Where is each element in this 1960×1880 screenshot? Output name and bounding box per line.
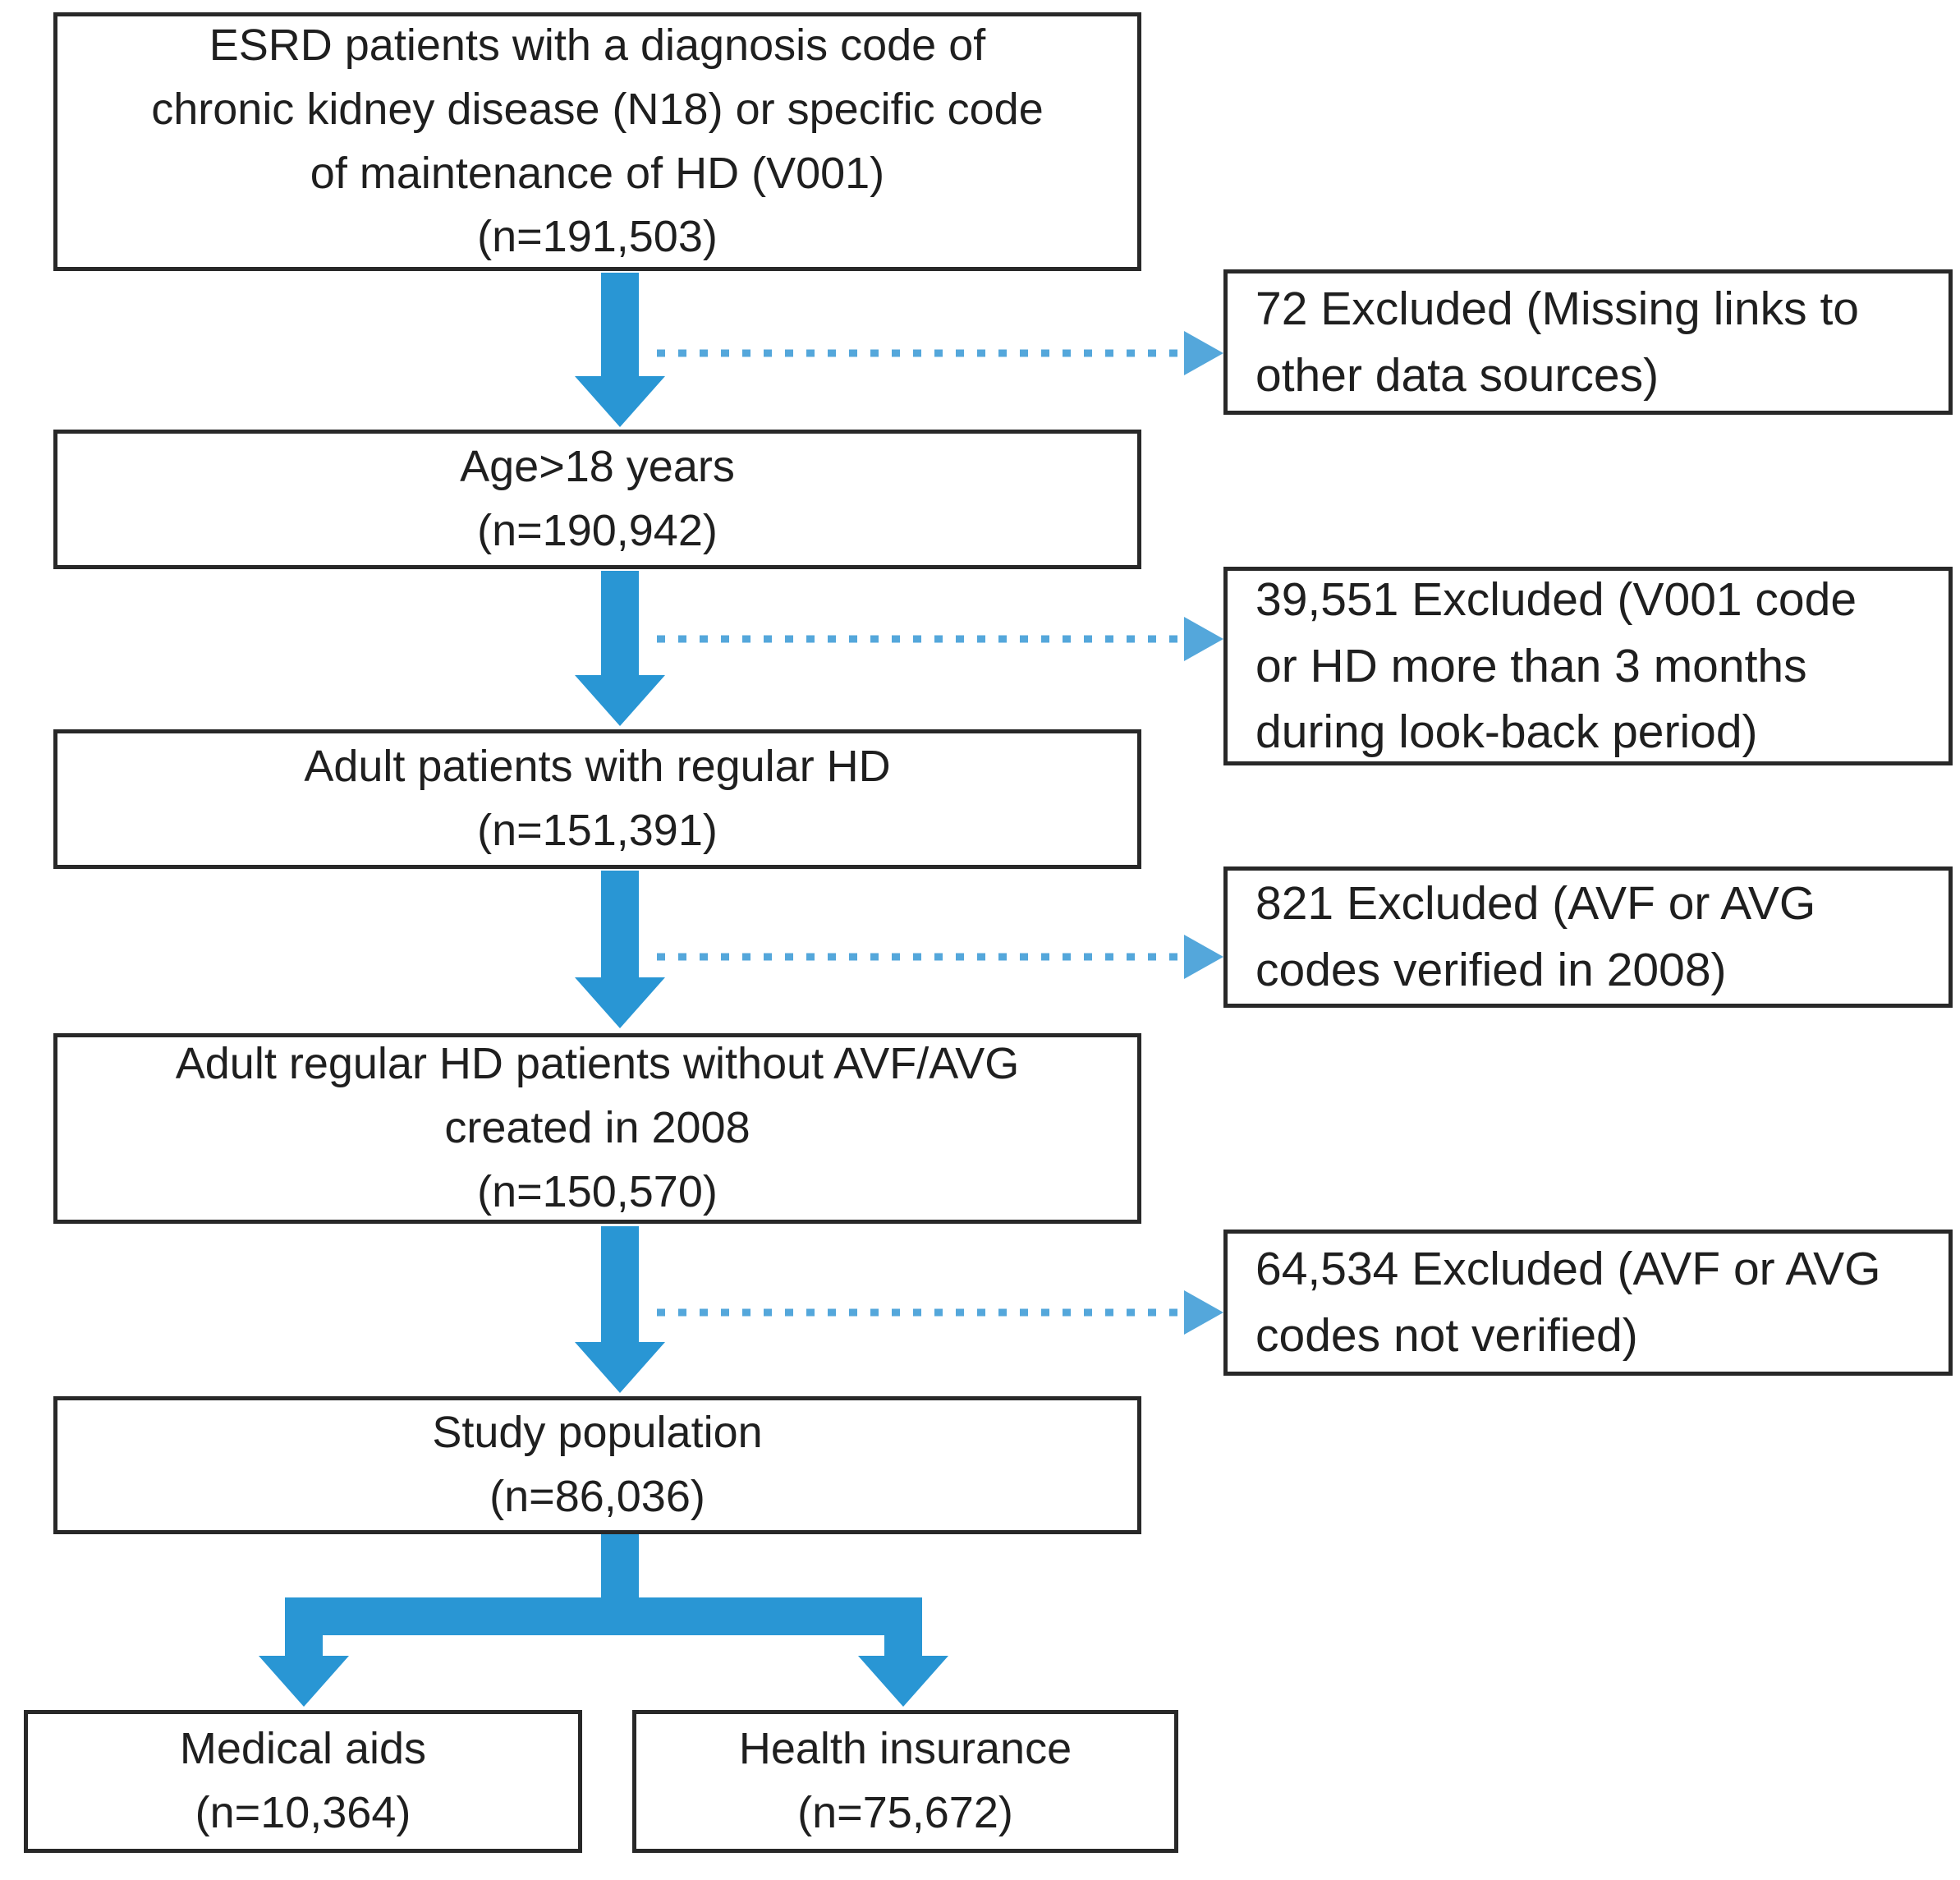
box-n-count: (n=190,942) bbox=[477, 506, 718, 555]
flow-box-adult-regular-hd: Adult patients with regular HD (n=151,39… bbox=[53, 729, 1141, 869]
box-n-count: (n=151,391) bbox=[477, 806, 718, 855]
flow-box-without-avf-avg: Adult regular HD patients without AVF/AV… bbox=[53, 1033, 1141, 1224]
box-n-count: (n=10,364) bbox=[195, 1788, 411, 1837]
down-arrow-2 bbox=[575, 571, 665, 726]
flow-box-age-over-18: Age>18 years (n=190,942) bbox=[53, 430, 1141, 569]
box-label: 39,551 Excluded (V001 code or HD more th… bbox=[1255, 572, 1857, 759]
box-label: Adult regular HD patients without AVF/AV… bbox=[175, 1039, 1020, 1153]
box-n-count: (n=150,570) bbox=[477, 1166, 718, 1216]
split-arrowhead-left bbox=[259, 1656, 349, 1707]
down-arrow-1 bbox=[575, 273, 665, 427]
split-connector bbox=[259, 1533, 948, 1707]
exclusion-box-codes-not-verified: 64,534 Excluded (AVF or AVG codes not ve… bbox=[1223, 1230, 1953, 1376]
box-label: 72 Excluded (Missing links to other data… bbox=[1255, 282, 1859, 402]
exclusion-box-v001-lookback: 39,551 Excluded (V001 code or HD more th… bbox=[1223, 567, 1953, 765]
exclusion-box-codes-verified-2008: 821 Excluded (AVF or AVG codes verified … bbox=[1223, 866, 1953, 1008]
box-label: Adult patients with regular HD bbox=[304, 742, 891, 792]
flow-box-health-insurance: Health insurance (n=75,672) bbox=[632, 1710, 1178, 1853]
flow-box-study-population: Study population (n=86,036) bbox=[53, 1396, 1141, 1534]
box-label: Health insurance bbox=[738, 1724, 1072, 1774]
flow-box-medical-aids: Medical aids (n=10,364) bbox=[24, 1710, 582, 1853]
box-label: Medical aids bbox=[179, 1724, 427, 1774]
box-label: ESRD patients with a diagnosis code of c… bbox=[151, 21, 1044, 198]
exclusion-arrowhead-3 bbox=[1184, 935, 1223, 979]
box-label: 64,534 Excluded (AVF or AVG codes not ve… bbox=[1255, 1243, 1881, 1362]
exclusion-arrowhead-1 bbox=[1184, 331, 1223, 375]
split-arrowhead-right bbox=[858, 1656, 948, 1707]
box-n-count: (n=86,036) bbox=[489, 1472, 705, 1521]
flow-box-esrd-patients: ESRD patients with a diagnosis code of c… bbox=[53, 12, 1141, 271]
exclusion-arrowhead-2 bbox=[1184, 617, 1223, 661]
box-label: 821 Excluded (AVF or AVG codes verified … bbox=[1255, 877, 1816, 996]
box-label: Age>18 years bbox=[460, 442, 735, 492]
down-arrow-3 bbox=[575, 871, 665, 1028]
down-arrow-4 bbox=[575, 1226, 665, 1393]
exclusion-arrowhead-4 bbox=[1184, 1290, 1223, 1335]
box-n-count: (n=191,503) bbox=[477, 212, 718, 262]
box-n-count: (n=75,672) bbox=[797, 1788, 1013, 1837]
exclusion-box-missing-links: 72 Excluded (Missing links to other data… bbox=[1223, 269, 1953, 415]
box-label: Study population bbox=[432, 1408, 763, 1458]
